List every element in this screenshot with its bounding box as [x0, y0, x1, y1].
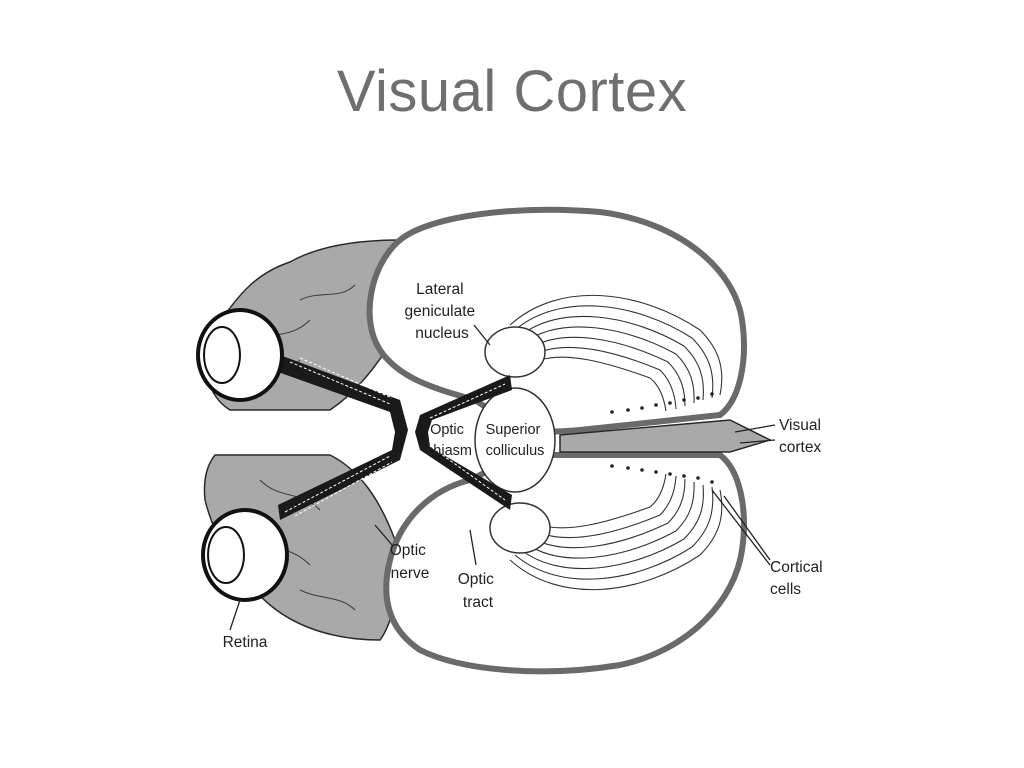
- label-optic-tract: Optic tract: [458, 571, 499, 611]
- midline-fissure: [559, 419, 773, 453]
- hemisphere-outline: [366, 206, 747, 675]
- label-cortical-cells: Cortical cells: [770, 559, 827, 598]
- leader-lines: [229, 324, 776, 631]
- optic-radiations-upper: [509, 294, 723, 412]
- eye-upper: [196, 308, 284, 402]
- eye-lower: [201, 508, 289, 602]
- cortical-cell-dots: [610, 392, 714, 484]
- optic-radiations-lower: [509, 473, 723, 591]
- label-superior-colliculus: Superior colliculus: [486, 422, 545, 459]
- label-retina: Retina: [223, 634, 268, 651]
- optic-pathway-bands: [278, 355, 512, 520]
- slide-title: Visual Cortex: [336, 59, 688, 124]
- lateral-geniculate-nucleus-shapes: [484, 326, 551, 554]
- label-optic-chiasm: Optic chiasm: [426, 422, 472, 459]
- label-optic-nerve: Optic nerve: [390, 542, 431, 582]
- label-lateral-geniculate-nucleus: Lateral geniculate nucleus: [405, 281, 480, 342]
- superior-colliculus-shape: [474, 387, 556, 493]
- label-visual-cortex: Visual cortex: [779, 417, 825, 456]
